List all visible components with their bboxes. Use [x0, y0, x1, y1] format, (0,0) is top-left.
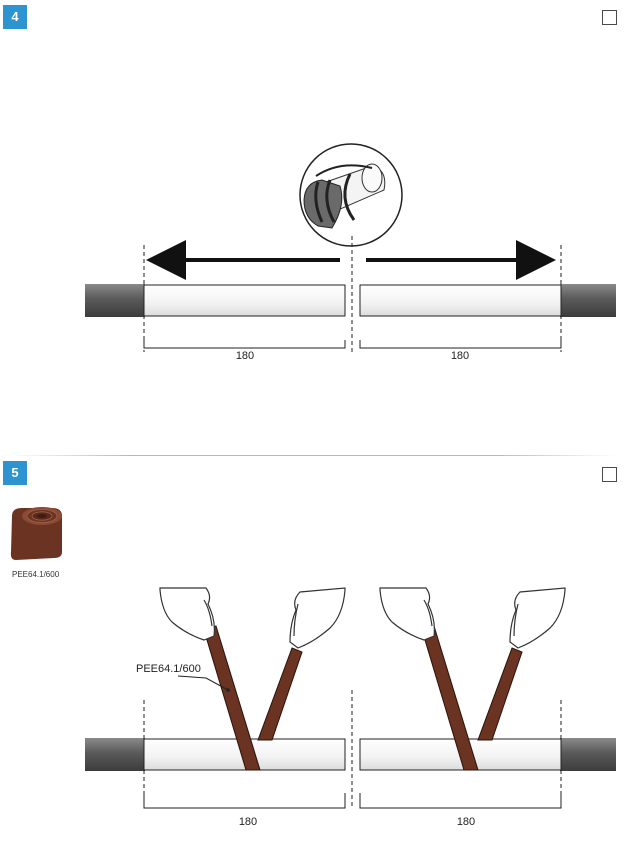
detail-inset-circle: [299, 143, 403, 247]
step-5-dimension-right: 180: [457, 816, 475, 828]
tape-strips-left: [203, 625, 303, 771]
pipe-left: [85, 738, 145, 771]
step-4-checkbox[interactable]: [602, 10, 617, 25]
product-label: PEE64.1/600: [12, 570, 60, 579]
step-4-number: 4: [11, 9, 19, 24]
hands-right: [379, 587, 566, 649]
pipe-right: [560, 738, 616, 771]
pipe-right: [560, 284, 616, 317]
hands-left: [159, 587, 346, 649]
tape-callout-label: PEE64.1/600: [136, 663, 201, 675]
step-5-badge: 5: [3, 461, 27, 485]
step-4-dimension-right: 180: [451, 350, 469, 362]
step-5-illustration: PEE64.1/600 180 180: [85, 587, 616, 828]
step-4-badge: 4: [3, 5, 27, 29]
step-5-number: 5: [11, 465, 19, 480]
sleeve-right: [359, 284, 562, 317]
step-4-illustration: 180 180: [85, 143, 616, 362]
tape-roll-icon: [10, 507, 62, 560]
callout-leader: [177, 675, 229, 691]
section-divider: [10, 455, 615, 456]
step-5-checkbox[interactable]: [602, 467, 617, 482]
step-4-dimension-left: 180: [236, 350, 254, 362]
sleeve-left: [143, 284, 346, 317]
step-5-dimension-left: 180: [239, 816, 257, 828]
pipe-left: [85, 284, 145, 317]
